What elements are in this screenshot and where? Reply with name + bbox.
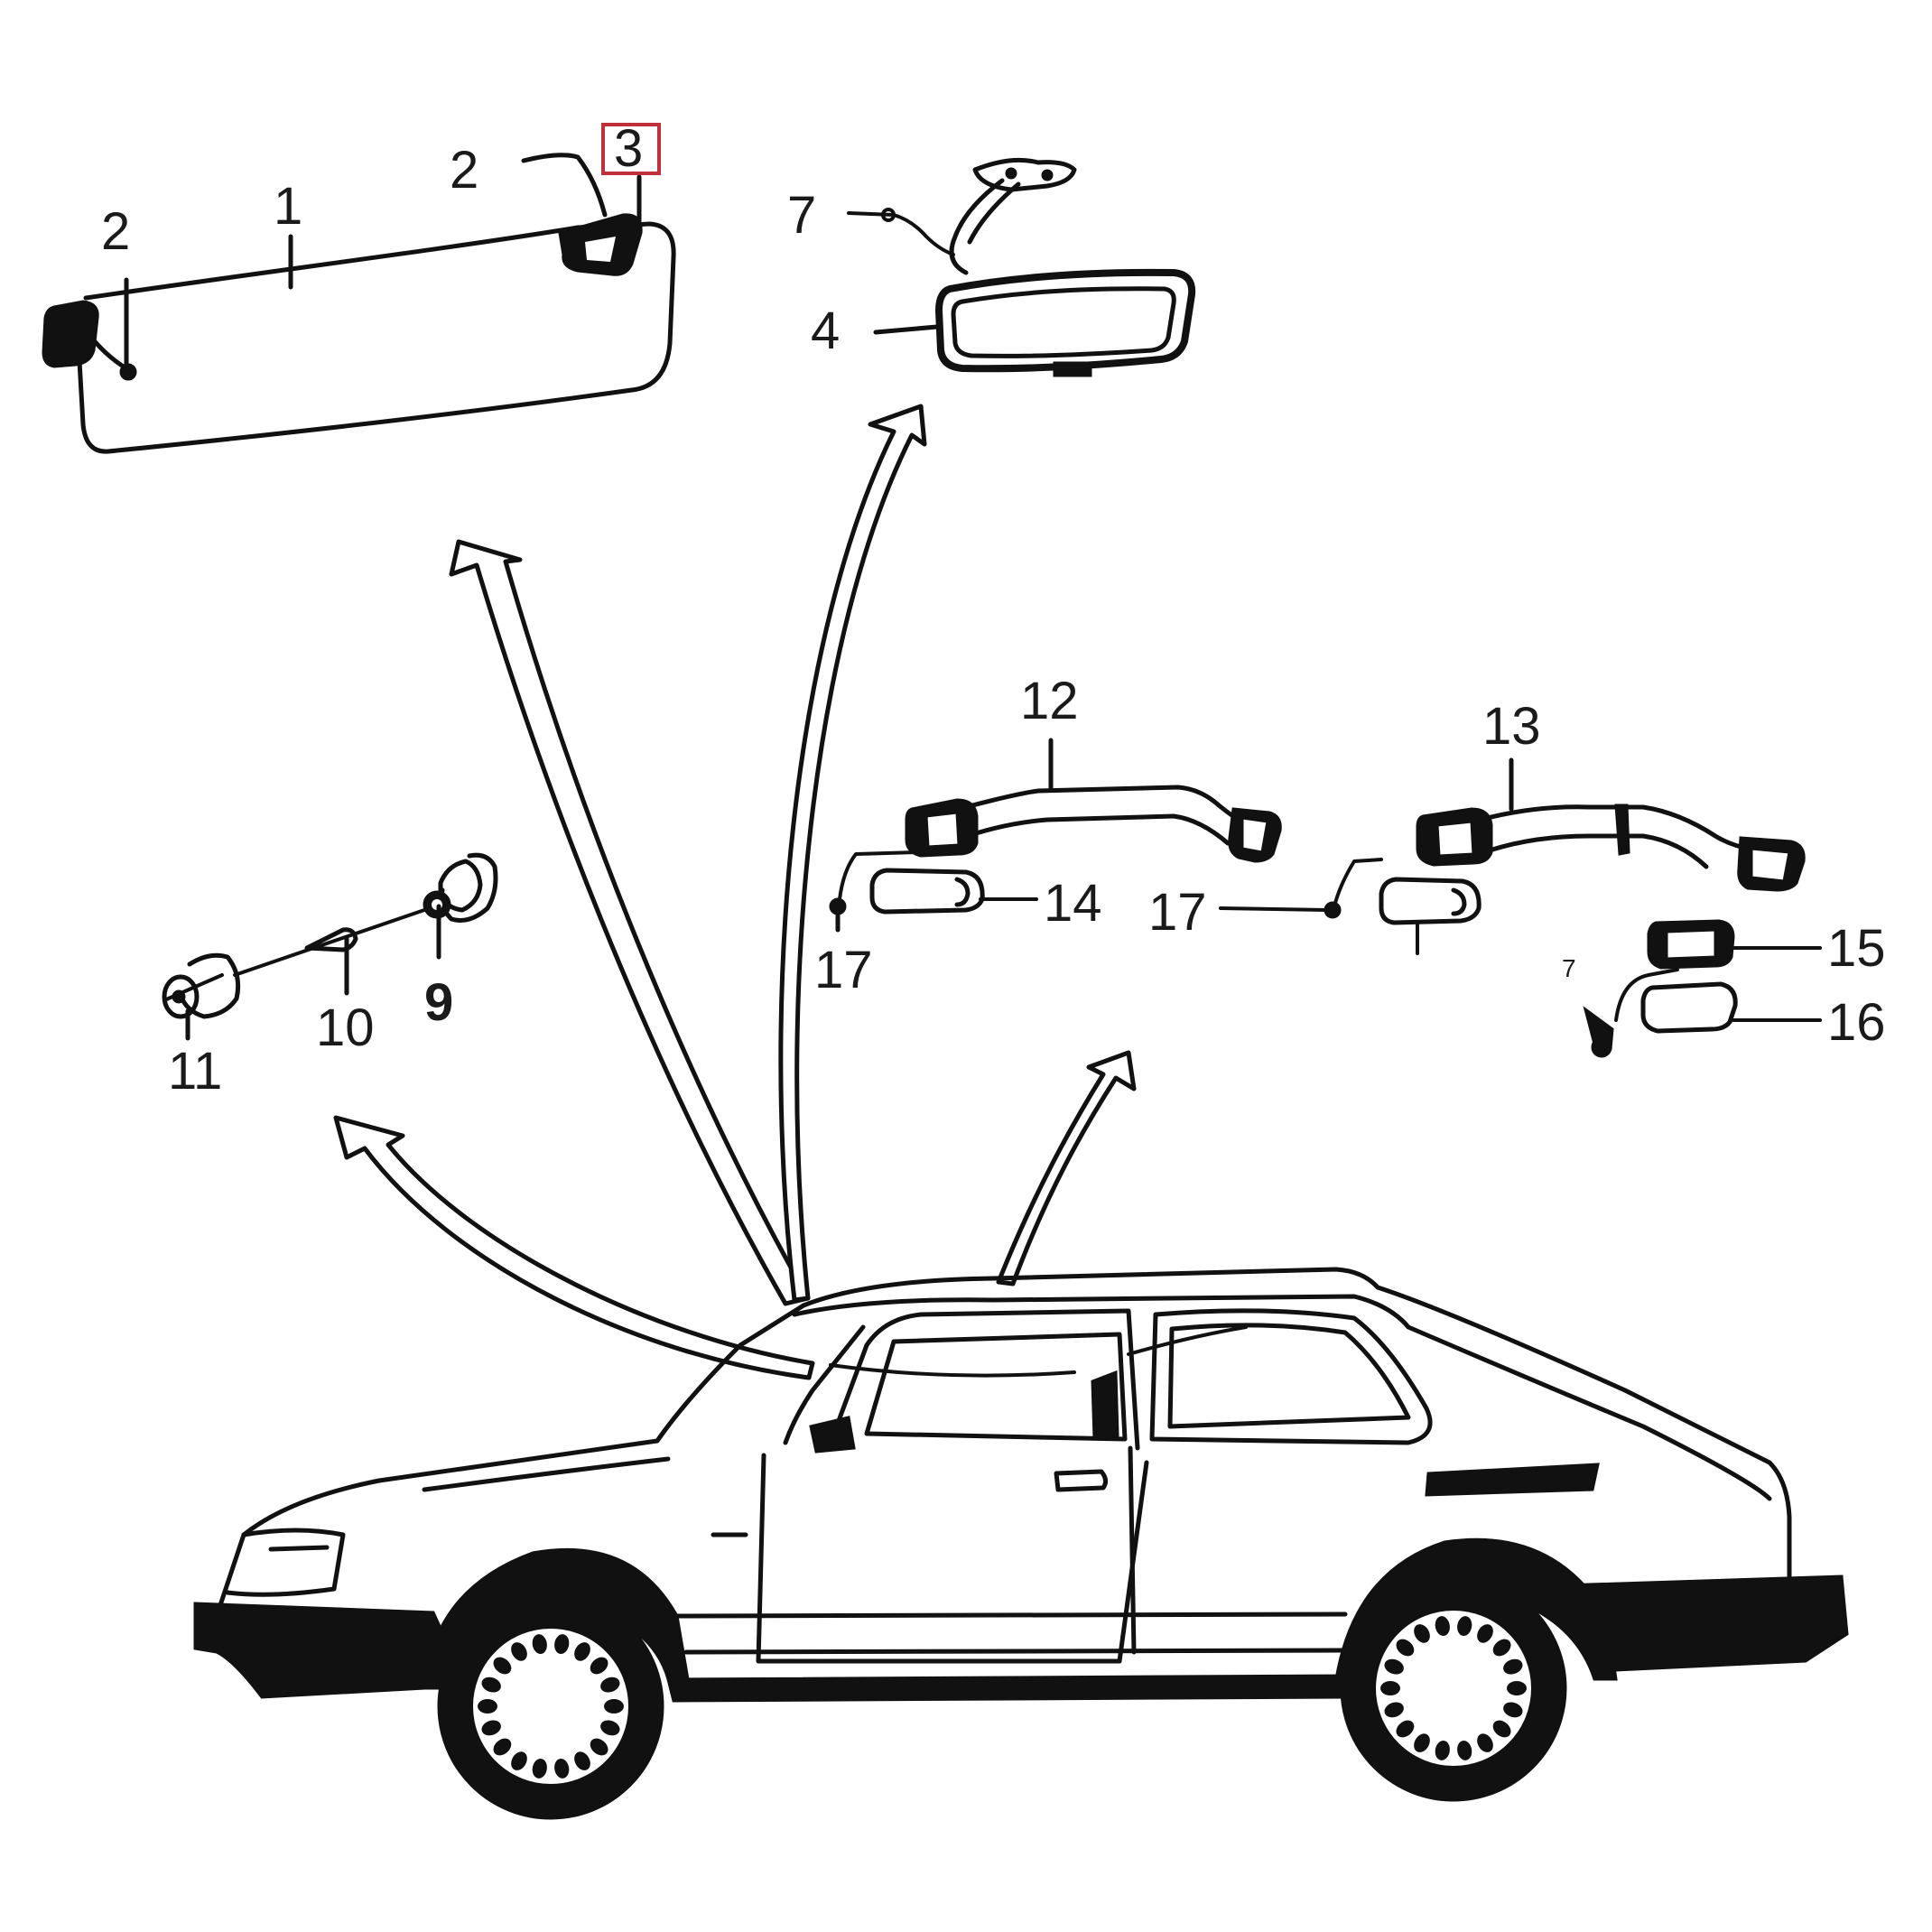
wheel-hole [1457,1740,1472,1760]
callout-3: 3 [614,119,643,178]
callout-10: 10 [316,999,375,1057]
wheel-hole [554,1634,570,1655]
callout-2-left: 2 [101,202,130,261]
grab-handle-rear [1219,757,1806,955]
callout-13: 13 [1482,697,1541,756]
wheel-hole [532,1634,547,1655]
wheel-hole [511,1642,527,1661]
wheel-hole [1380,1681,1400,1695]
wheel-hole [1435,1740,1450,1760]
wheel-hole [1396,1639,1415,1657]
callout-labels: 1 2 2 3 7 4 9 10 11 12 13 14 17 17 15 16… [101,119,1886,1101]
wheel-hole [1492,1639,1511,1657]
wheel-hole [493,1738,512,1756]
grab-handle-front [829,738,1282,933]
wheel-hole [1507,1681,1527,1695]
sun-visor [42,153,676,454]
wheel-hole [481,1720,501,1736]
callout-17-left: 17 [814,941,873,999]
wheel-hole [600,1677,620,1693]
wheel-hole [1435,1616,1450,1637]
front-wheel-holes [478,1634,624,1779]
wheel-hole [1492,1720,1511,1738]
callout-16: 16 [1827,993,1886,1052]
wheel-hole [1414,1624,1430,1643]
wheel-hole [511,1751,527,1770]
callout-15: 15 [1827,919,1886,978]
callout-2-top: 2 [450,141,478,200]
callout-17-mid: 17 [1148,883,1207,942]
wheel-hole [1477,1733,1493,1752]
wheel-hole [493,1657,512,1675]
wheel-hole [1457,1616,1472,1637]
wheel-hole [604,1699,624,1714]
wheel-hole [574,1642,590,1661]
callout-7-small: 7 [1562,954,1576,982]
wheel-hole [1396,1720,1415,1738]
wheel-hole [478,1699,497,1714]
pointer-arrows [333,404,1137,1380]
wheel-hole [1384,1658,1404,1675]
wheel-hole [1414,1733,1430,1752]
wheel-hole [600,1720,620,1736]
rear-wheel-holes [1380,1616,1527,1760]
wheel-hole [1477,1624,1493,1643]
callout-1: 1 [274,177,302,236]
callout-14: 14 [1044,874,1102,933]
callout-3-highlight-box [601,123,661,175]
wheel-hole [590,1738,608,1756]
wheel-hole [532,1758,547,1779]
wheel-hole [1503,1702,1523,1718]
wheel-hole [1503,1658,1523,1675]
wheel-hole [481,1677,501,1693]
callout-9: 9 [424,973,453,1032]
rear-view-mirror [847,157,1196,377]
callout-7-top: 7 [787,186,816,245]
wheel-hole [1384,1702,1404,1718]
handle-clip-and-cover [1583,919,1822,1058]
wheel-hole [554,1758,570,1779]
callout-4: 4 [811,302,840,360]
wheel-hole [574,1751,590,1770]
car-illustration [193,1267,1849,1820]
coat-hook-assembly [162,852,498,1041]
callout-11: 11 [168,1042,222,1101]
callout-12: 12 [1020,672,1079,730]
wheel-hole [590,1657,608,1675]
